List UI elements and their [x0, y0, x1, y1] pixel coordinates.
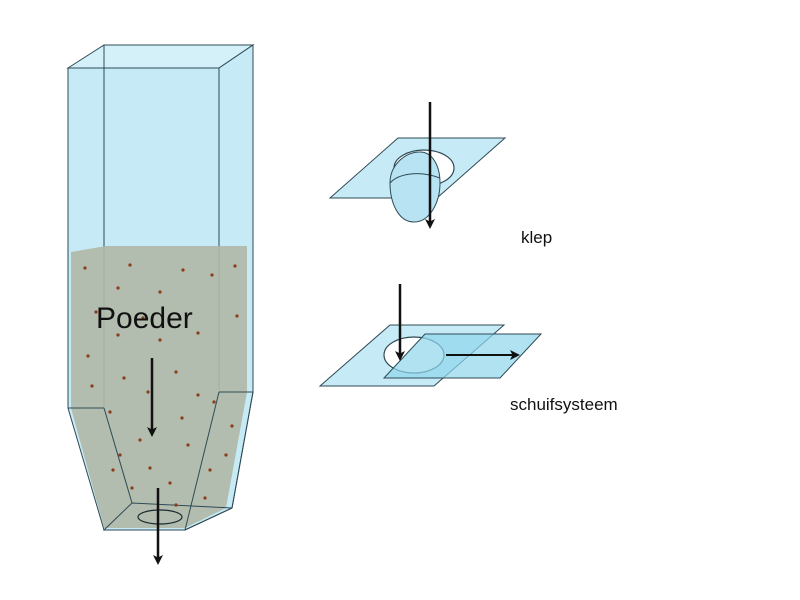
powder-grain: [158, 338, 162, 342]
powder-grain: [141, 316, 145, 320]
slide-gate-icon: schuifsysteem: [318, 284, 618, 414]
powder-grain: [196, 393, 200, 397]
powder-grain: [174, 503, 178, 507]
powder-grain: [186, 443, 190, 447]
powder-grain: [180, 416, 184, 420]
powder-grain: [94, 310, 98, 314]
valve-icon: klep: [328, 102, 552, 247]
powder-grain: [230, 424, 234, 428]
valve-label: klep: [521, 228, 552, 247]
powder-grain: [118, 453, 122, 457]
powder-grain: [116, 286, 120, 290]
powder-grain: [174, 370, 178, 374]
powder-grain: [148, 466, 152, 470]
powder-grain: [181, 268, 185, 272]
powder-grain: [130, 486, 134, 490]
powder-grain: [128, 263, 132, 267]
powder-grain: [210, 273, 214, 277]
powder-grain: [235, 314, 239, 318]
powder-grain: [116, 333, 120, 337]
powder-grain: [86, 354, 90, 358]
powder-grain: [203, 496, 207, 500]
powder-grain: [212, 400, 216, 404]
powder-grain: [168, 481, 172, 485]
silo: Poeder: [66, 44, 255, 565]
powder-grain: [158, 290, 162, 294]
powder-grain: [138, 438, 142, 442]
powder-grain: [196, 331, 200, 335]
powder-grain: [90, 384, 94, 388]
powder-grains: [83, 263, 239, 507]
powder-grain: [146, 390, 150, 394]
outlet-hole: [137, 509, 183, 525]
powder-grain: [122, 376, 126, 380]
powder-label: Poeder: [96, 302, 193, 335]
powder-fill: [71, 246, 247, 528]
valve-flap: [389, 151, 441, 223]
powder-grain: [233, 264, 237, 268]
powder-grain: [83, 266, 87, 270]
powder-grain: [108, 410, 112, 414]
slide-label: schuifsysteem: [510, 395, 618, 414]
powder-grain: [111, 468, 115, 472]
powder-grain: [224, 453, 228, 457]
powder-grain: [208, 468, 212, 472]
